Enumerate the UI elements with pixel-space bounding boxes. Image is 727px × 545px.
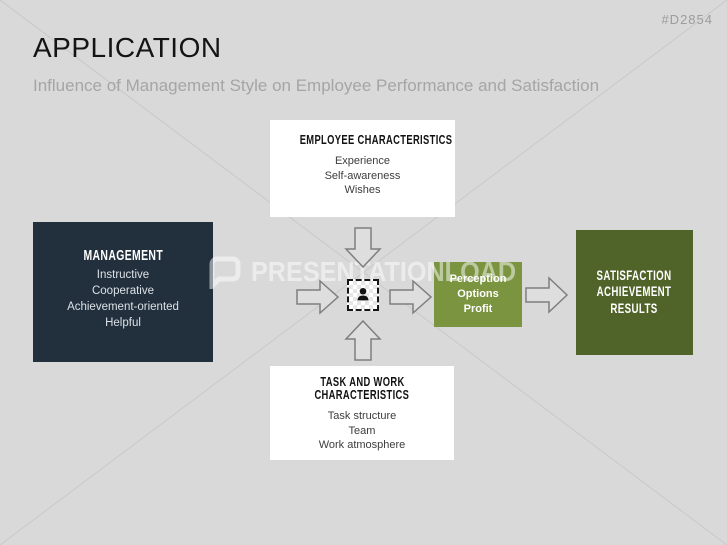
list-item: Achievement-oriented	[67, 301, 179, 313]
arrow-person-to-perception	[389, 279, 433, 315]
list-item: Cooperative	[91, 285, 154, 297]
employee-box-items: Experience Self-awareness Wishes	[270, 154, 455, 198]
list-item: ACHIEVEMENT	[597, 284, 672, 300]
management-box: MANAGEMENT Instructive Cooperative Achie…	[33, 222, 213, 362]
satisfaction-results-box: SATISFACTION ACHIEVEMENT RESULTS	[576, 230, 693, 355]
employee-box-title: EMPLOYEE CHARACTERISTICS	[299, 132, 453, 147]
person-icon	[357, 287, 369, 301]
list-item: Self-awareness	[324, 169, 401, 182]
task-box-items: Task structure Team Work atmosphere	[270, 409, 454, 453]
list-item: Task structure	[327, 410, 397, 422]
task-box-title-line1: TASK AND WORK	[319, 374, 405, 389]
perception-options-profit-box: Perception Options Profit	[434, 262, 522, 327]
list-item: Instructive	[96, 269, 150, 281]
task-box-title-line2: CHARACTERISTICS	[314, 387, 410, 402]
list-item: Helpful	[105, 317, 141, 329]
arrow-task-to-person	[344, 319, 382, 361]
list-item: Perception	[449, 273, 507, 285]
list-item: Options	[457, 288, 499, 300]
slide-code: #D2854	[661, 12, 713, 27]
page-title: APPLICATION	[33, 32, 222, 63]
list-item: Experience	[334, 155, 391, 167]
list-item: Wishes	[344, 184, 381, 196]
arrow-perception-to-satisfaction	[525, 276, 569, 314]
arrow-employee-to-person	[344, 227, 382, 269]
list-item: RESULTS	[610, 300, 659, 316]
list-item: Profit	[463, 303, 493, 315]
arrow-management-to-person	[296, 279, 340, 315]
list-item: SATISFACTION	[597, 267, 672, 283]
list-item: Work atmosphere	[318, 439, 406, 451]
page-subtitle: Influence of Management Style on Employe…	[33, 76, 600, 95]
satisfaction-box-lines: SATISFACTION ACHIEVEMENT RESULTS	[597, 268, 672, 318]
employee-characteristics-box: EMPLOYEE CHARACTERISTICS Experience Self…	[270, 120, 455, 217]
list-item: Team	[348, 424, 376, 437]
management-box-items: Instructive Cooperative Achievement-orie…	[33, 267, 213, 331]
employee-selection-square	[347, 279, 379, 311]
task-work-characteristics-box: TASK AND WORK CHARACTERISTICS Task struc…	[270, 366, 454, 460]
management-box-title: MANAGEMENT	[83, 248, 163, 264]
